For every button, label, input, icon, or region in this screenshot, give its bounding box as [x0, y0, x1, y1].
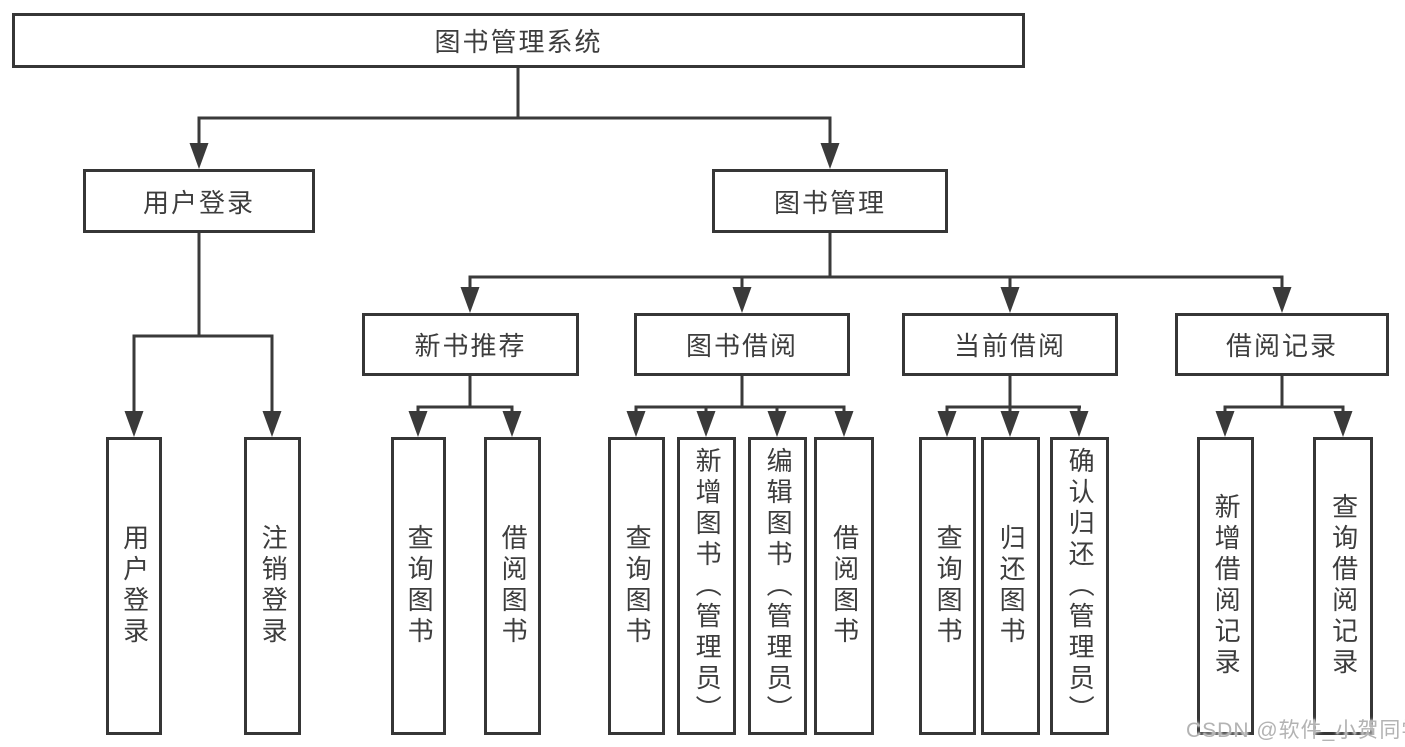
leaf-logout: 注销登录: [244, 437, 301, 735]
leaf-confirm-return-admin: 确认归还（管理员）: [1050, 437, 1109, 735]
node-book-borrowing: 图书借阅: [634, 313, 850, 376]
node-book-borrowing-label: 图书借阅: [685, 331, 798, 361]
node-current-borrowing: 当前借阅: [902, 313, 1118, 376]
leaf-return-books-label: 归还图书: [996, 524, 1027, 648]
leaf-user-login-label: 用户登录: [119, 524, 150, 648]
leaf-user-login: 用户登录: [106, 437, 162, 735]
leaf-return-books: 归还图书: [981, 437, 1040, 735]
node-user-login-label: 用户登录: [142, 187, 255, 218]
node-new-book-recommend: 新书推荐: [362, 313, 579, 376]
leaf-edit-books-admin: 编辑图书（管理员）: [748, 437, 807, 735]
leaf-edit-books-admin-label: 编辑图书（管理员）: [763, 446, 794, 726]
node-current-borrowing-label: 当前借阅: [953, 331, 1066, 361]
leaf-query-books-borrow: 查询图书: [608, 437, 665, 735]
node-borrowing-records-label: 借阅记录: [1225, 331, 1338, 361]
node-root-label: 图书管理系统: [434, 27, 603, 57]
leaf-query-borrow-record-label: 查询借阅记录: [1328, 493, 1359, 679]
leaf-query-books-recommend: 查询图书: [391, 437, 446, 735]
leaf-borrow-books: 借阅图书: [814, 437, 874, 735]
node-book-management-label: 图书管理: [773, 187, 886, 218]
leaf-query-borrow-record: 查询借阅记录: [1313, 437, 1373, 735]
leaf-query-books-recommend-label: 查询图书: [404, 524, 435, 648]
leaf-query-books-current-label: 查询图书: [933, 524, 964, 648]
node-root: 图书管理系统: [12, 13, 1025, 68]
node-borrowing-records: 借阅记录: [1175, 313, 1389, 376]
leaf-confirm-return-admin-label: 确认归还（管理员）: [1065, 446, 1096, 726]
leaf-add-books-admin: 新增图书（管理员）: [677, 437, 736, 735]
node-book-management: 图书管理: [712, 169, 948, 233]
node-user-login: 用户登录: [83, 169, 315, 233]
leaf-borrow-books-label: 借阅图书: [829, 524, 860, 648]
leaf-logout-label: 注销登录: [258, 524, 289, 648]
leaf-add-books-admin-label: 新增图书（管理员）: [692, 446, 723, 726]
leaf-query-books-current: 查询图书: [919, 437, 976, 735]
leaf-query-books-borrow-label: 查询图书: [622, 524, 653, 648]
node-new-book-recommend-label: 新书推荐: [414, 331, 527, 361]
leaf-borrow-books-recommend: 借阅图书: [484, 437, 541, 735]
leaf-borrow-books-recommend-label: 借阅图书: [498, 524, 529, 648]
leaf-add-borrow-record: 新增借阅记录: [1197, 437, 1254, 735]
leaf-add-borrow-record-label: 新增借阅记录: [1211, 493, 1242, 679]
watermark: CSDN @软件_小贺同学: [1186, 719, 1405, 742]
